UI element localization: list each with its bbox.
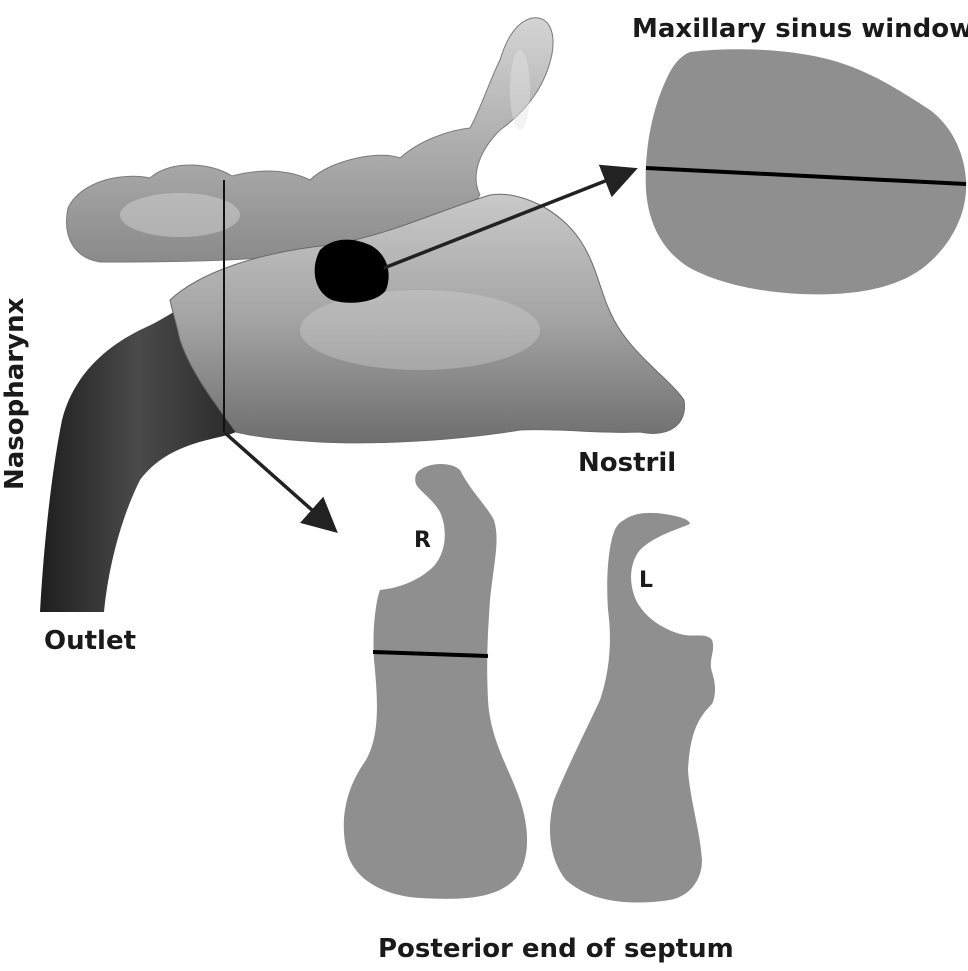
right-septum-cross-section (344, 464, 527, 899)
right-side-label: R (414, 528, 431, 553)
nasal-cavity-3d-model (40, 18, 685, 612)
nasopharynx-label: Nasopharynx (0, 298, 30, 490)
maxillary-sinus-window-label: Maxillary sinus window (632, 14, 968, 44)
outlet-label: Outlet (44, 626, 136, 656)
right-airway-shape (344, 464, 527, 899)
surface-highlight (120, 193, 240, 237)
nostril-label: Nostril (578, 448, 676, 478)
left-side-label: L (639, 568, 653, 593)
posterior-end-of-septum-label: Posterior end of septum (378, 934, 734, 964)
septum-arrow (224, 432, 330, 526)
surface-highlight (300, 290, 540, 370)
left-septum-cross-section (550, 513, 715, 903)
maxillary-sinus-cross-section (646, 49, 966, 294)
left-airway-shape (550, 513, 715, 903)
surface-highlight (510, 50, 530, 130)
